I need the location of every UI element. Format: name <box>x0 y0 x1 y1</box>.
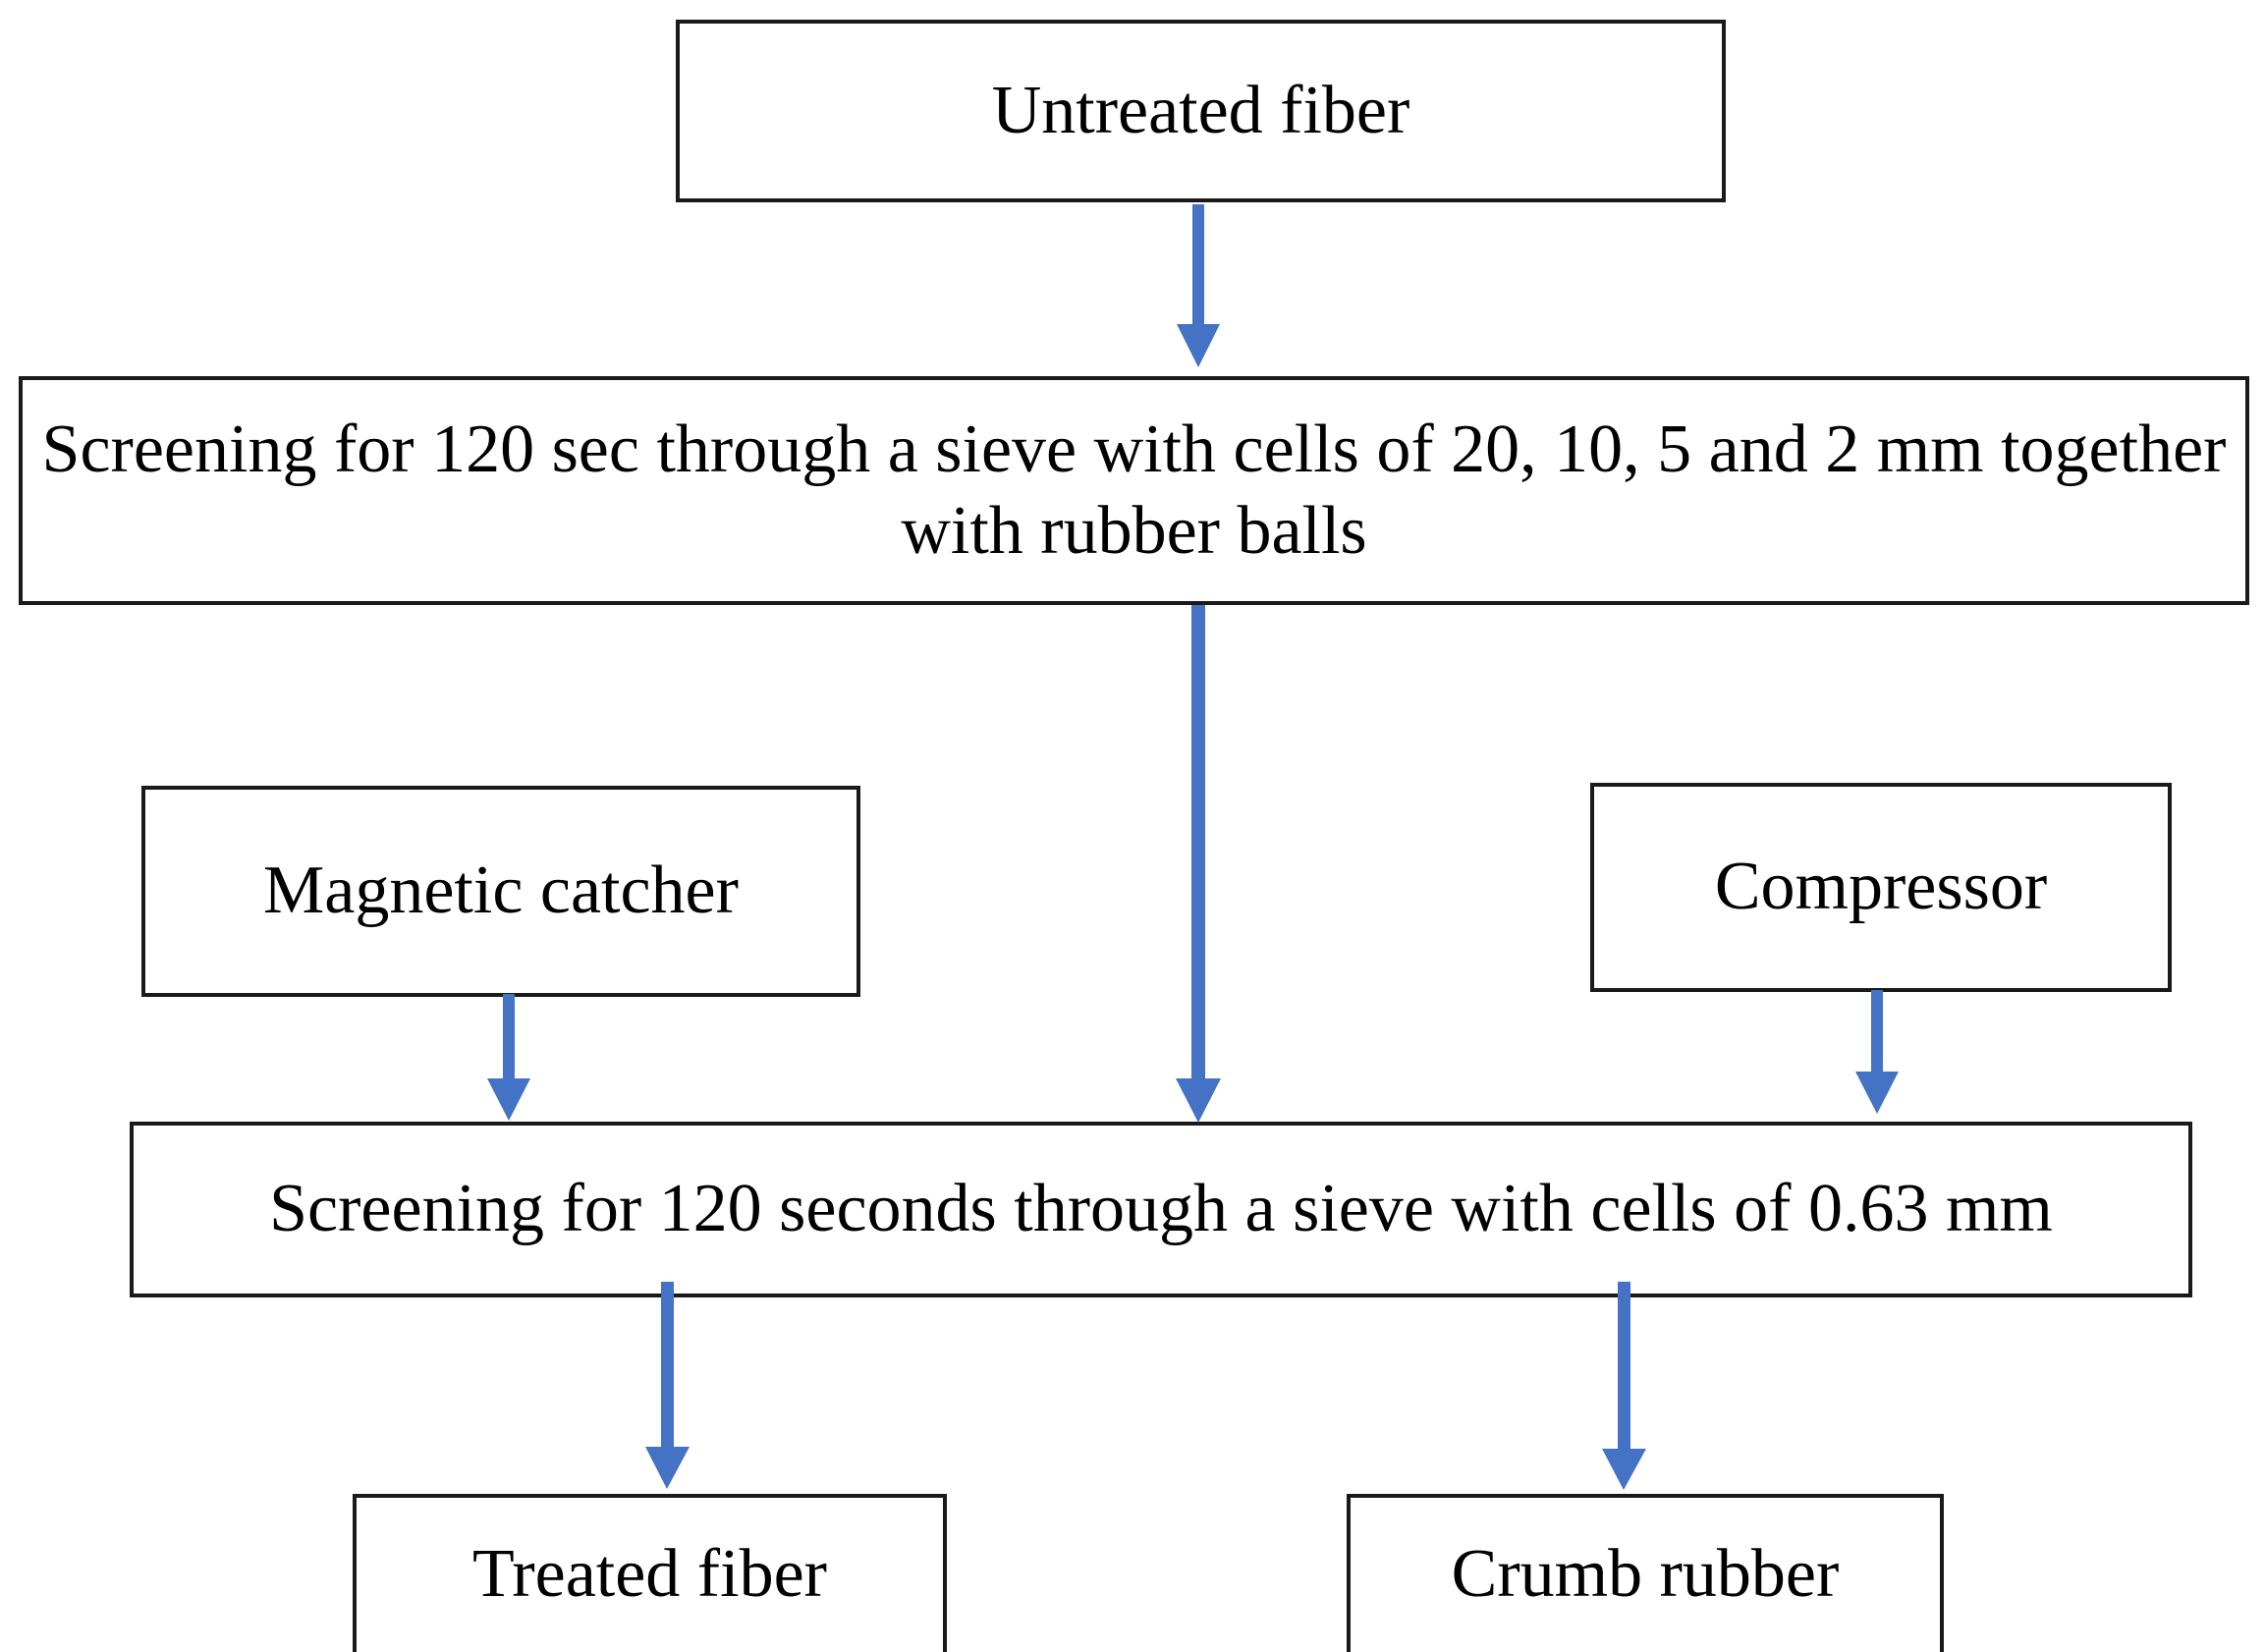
arrow-shape <box>1177 204 1220 367</box>
node-crumb-rubber-label: Crumb rubber <box>1451 1536 1840 1613</box>
arrow-down-icon-fine-to-treated <box>634 1282 702 1492</box>
node-untreated-fiber[interactable]: Untreated fiber <box>676 20 1726 202</box>
node-screening-coarse-label: Screening for 120 sec through a sieve wi… <box>41 411 2227 569</box>
arrow-down-icon-coarse-to-fine <box>1159 605 1238 1126</box>
node-screening-coarse[interactable]: Screening for 120 sec through a sieve wi… <box>19 376 2249 605</box>
arrow-shape <box>1602 1282 1646 1490</box>
node-screening-fine[interactable]: Screening for 120 seconds through a siev… <box>130 1122 2192 1297</box>
arrow-shape <box>1176 605 1221 1123</box>
arrow-shape <box>645 1282 690 1489</box>
node-treated-fiber[interactable]: Treated fiber <box>353 1494 947 1652</box>
node-magnetic-catcher[interactable]: Magnetic catcher <box>141 786 860 997</box>
node-crumb-rubber[interactable]: Crumb rubber <box>1347 1494 1944 1652</box>
arrow-down-icon-fine-to-crumb <box>1590 1282 1659 1492</box>
node-magnetic-catcher-label: Magnetic catcher <box>263 853 739 929</box>
node-screening-fine-label: Screening for 120 seconds through a siev… <box>269 1171 2053 1247</box>
arrow-shape <box>487 994 530 1121</box>
node-compressor-label: Compressor <box>1714 849 2048 925</box>
arrow-down-icon-untreated-to-coarse <box>1163 204 1234 371</box>
node-compressor[interactable]: Compressor <box>1590 783 2172 992</box>
arrow-down-icon-compressor-to-fine <box>1843 990 1911 1120</box>
node-treated-fiber-label: Treated fiber <box>472 1536 827 1613</box>
arrow-shape <box>1855 990 1899 1114</box>
node-untreated-fiber-label: Untreated fiber <box>991 72 1410 148</box>
arrow-down-icon-magnetic-to-fine <box>474 994 543 1124</box>
